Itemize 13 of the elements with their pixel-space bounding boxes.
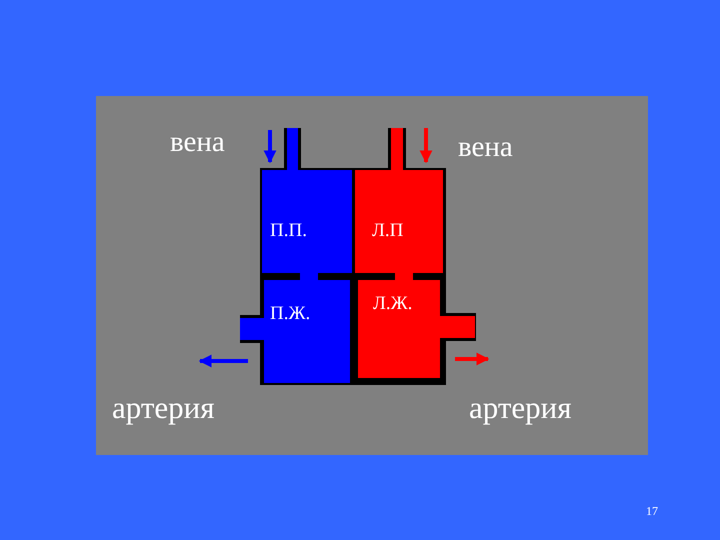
- vessel-label: артерия: [469, 392, 572, 423]
- chamber-label: Л.Ж.: [373, 293, 412, 315]
- heart-chamber: [358, 280, 440, 378]
- vessel-label: артерия: [112, 392, 215, 423]
- chamber-label: Л.П: [372, 220, 404, 242]
- heart-chamber: [264, 280, 350, 383]
- chamber-label: П.Ж.: [270, 303, 310, 325]
- heart-chamber: [262, 170, 352, 273]
- vessel-label: вена: [170, 128, 225, 157]
- chamber-label: П.П.: [270, 220, 307, 242]
- page-number: 17: [646, 505, 658, 517]
- vessel-label: вена: [458, 133, 513, 162]
- heart-chamber: [355, 170, 443, 273]
